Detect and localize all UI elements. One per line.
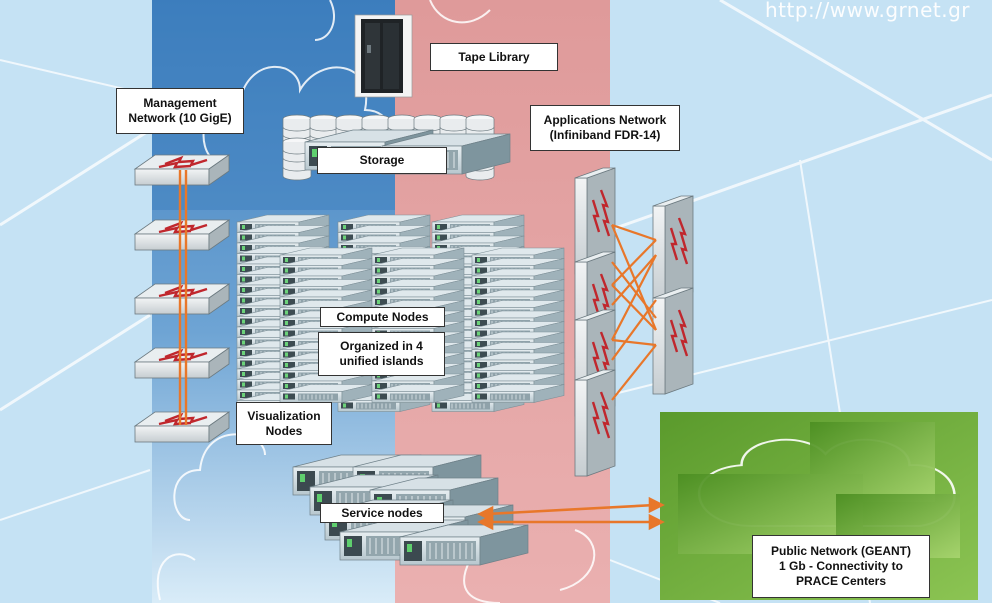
visualization-nodes-label: Visualization Nodes (236, 402, 332, 445)
website-url: http://www.grnet.gr (764, 0, 970, 22)
tape-library-icon (354, 14, 413, 98)
compute-nodes-label: Compute Nodes (320, 307, 445, 327)
organized-islands-label: Organized in 4 unified islands (318, 332, 445, 376)
infiniband-links (610, 223, 658, 401)
applications-switches-left (573, 166, 617, 478)
management-network-label: Management Network (10 GigE) (116, 88, 244, 134)
tape-library-label: Tape Library (430, 43, 558, 71)
applications-switches-right (651, 194, 695, 396)
public-links (477, 496, 665, 531)
applications-network-label: Applications Network (Infiniband FDR-14) (530, 105, 680, 151)
management-links (178, 170, 188, 425)
storage-label: Storage (317, 147, 447, 174)
service-nodes-label: Service nodes (320, 503, 444, 523)
public-network-label: Public Network (GEANT) 1 Gb - Connectivi… (752, 535, 930, 598)
